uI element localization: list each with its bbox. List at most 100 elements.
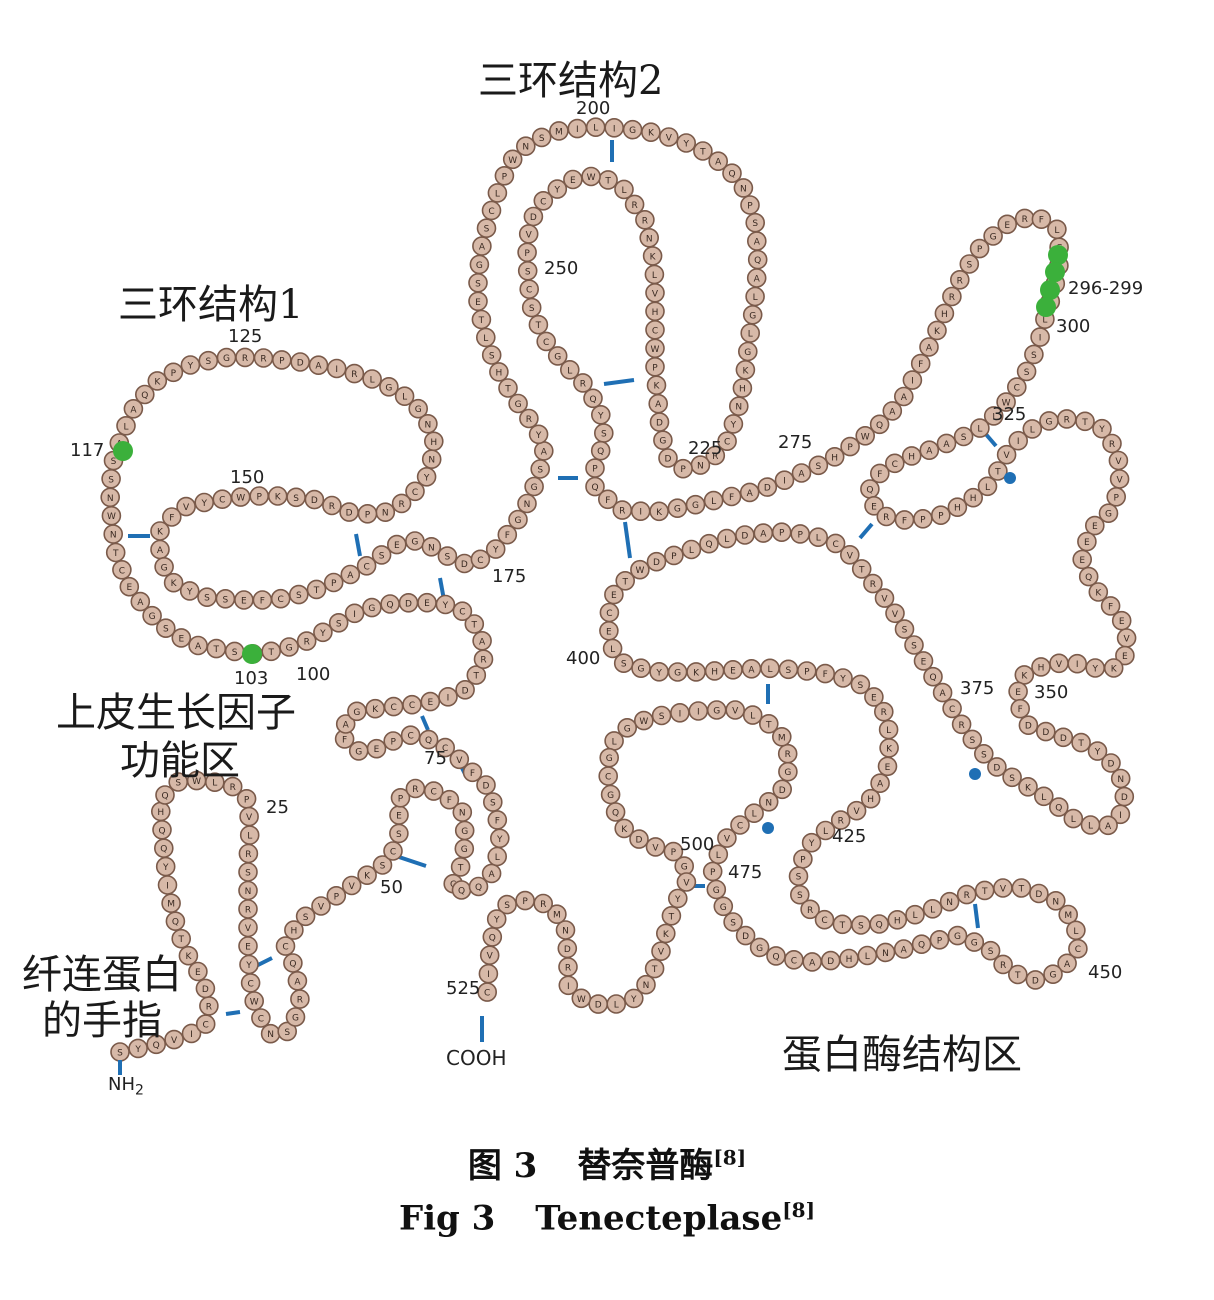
svg-text:S: S: [163, 625, 169, 635]
residue-bead: P: [771, 522, 792, 543]
svg-text:R: R: [540, 900, 546, 910]
residue-bead: G: [454, 838, 475, 859]
residue-bead: E: [1085, 515, 1105, 536]
svg-text:G: G: [744, 348, 751, 358]
svg-text:S: S: [969, 736, 975, 746]
residue-bead: L: [604, 731, 624, 751]
residue-bead: R: [956, 884, 977, 905]
residue-number-25: 25: [266, 797, 289, 818]
svg-text:H: H: [291, 927, 298, 937]
svg-text:W: W: [236, 494, 245, 504]
residue-bead: Q: [482, 927, 503, 947]
residue-bead: S: [959, 254, 980, 274]
residue-bead: Q: [154, 838, 174, 859]
svg-text:E: E: [1079, 556, 1085, 566]
svg-text:S: S: [816, 462, 822, 472]
svg-text:L: L: [711, 497, 716, 507]
svg-text:G: G: [531, 483, 538, 493]
svg-text:N: N: [524, 500, 531, 510]
svg-text:V: V: [1124, 635, 1131, 645]
svg-text:S: S: [911, 642, 917, 652]
residue-bead: R: [942, 286, 962, 307]
residue-bead: S: [224, 641, 245, 662]
svg-text:M: M: [167, 900, 175, 910]
svg-text:Y: Y: [200, 499, 207, 509]
svg-text:E: E: [730, 666, 736, 676]
svg-text:Q: Q: [458, 887, 465, 897]
residue-bead: V: [311, 896, 331, 916]
svg-text:G: G: [223, 354, 230, 364]
svg-text:C: C: [540, 197, 546, 207]
residue-bead: G: [279, 637, 299, 657]
svg-text:D: D: [742, 932, 749, 942]
residue-bead: G: [524, 476, 544, 497]
residue-bead: A: [308, 355, 329, 376]
svg-text:S: S: [601, 430, 607, 440]
svg-text:D: D: [1060, 734, 1067, 744]
residue-bead: T: [832, 914, 853, 935]
residue-bead: H: [645, 301, 665, 322]
svg-text:P: P: [502, 172, 508, 182]
svg-text:W: W: [587, 173, 596, 183]
svg-text:D: D: [764, 484, 771, 494]
svg-text:E: E: [871, 502, 877, 512]
svg-text:P: P: [592, 465, 598, 475]
svg-text:C: C: [247, 979, 253, 989]
svg-text:R: R: [619, 507, 625, 517]
residue-bead: V: [164, 1029, 184, 1050]
residue-bead: G: [454, 820, 475, 841]
residue-bead: I: [902, 370, 923, 390]
svg-text:T: T: [267, 648, 274, 658]
svg-text:P: P: [800, 856, 806, 866]
svg-text:D: D: [993, 763, 1000, 773]
svg-text:A: A: [889, 407, 896, 417]
residue-number-150: 150: [230, 467, 265, 488]
residue-bead: M: [771, 726, 792, 747]
residue-number-400: 400: [566, 648, 601, 669]
svg-text:G: G: [713, 886, 720, 896]
residue-bead: S: [497, 894, 517, 915]
residue-bead: P: [793, 849, 813, 869]
residue-bead: T: [528, 314, 549, 335]
residue-bead: G: [469, 254, 490, 275]
svg-text:Q: Q: [591, 483, 598, 493]
residue-number-425: 425: [832, 826, 867, 847]
svg-text:C: C: [605, 773, 611, 783]
residue-bead: C: [470, 549, 491, 570]
residue-bead: E: [563, 169, 583, 190]
svg-text:F: F: [1018, 705, 1023, 715]
residue-bead: V: [717, 828, 737, 848]
residue-bead: F: [597, 489, 618, 510]
residue-bead: N: [260, 1023, 281, 1044]
residue-bead: T: [758, 713, 779, 734]
svg-text:A: A: [137, 598, 144, 608]
residue-bead: W: [244, 991, 264, 1011]
svg-text:K: K: [663, 930, 670, 940]
residue-bead: V: [645, 282, 665, 303]
disulfide-bond: [973, 903, 980, 929]
residue-bead: V: [1108, 450, 1129, 471]
svg-text:S: S: [445, 553, 451, 563]
residue-bead: Y: [313, 622, 333, 643]
svg-text:C: C: [412, 488, 418, 498]
svg-text:P: P: [747, 202, 753, 212]
svg-text:P: P: [977, 245, 983, 255]
residue-bead: D: [290, 352, 311, 372]
svg-text:S: S: [108, 475, 114, 485]
svg-text:L: L: [985, 483, 990, 493]
kringle2-label: 三环结构2: [478, 58, 664, 104]
svg-text:Q: Q: [158, 826, 165, 836]
svg-text:S: S: [659, 712, 665, 722]
residue-bead: T: [206, 638, 227, 659]
svg-text:T: T: [621, 577, 628, 587]
svg-text:N: N: [562, 927, 569, 937]
svg-text:N: N: [765, 798, 772, 808]
residue-bead: H: [1031, 657, 1051, 677]
residue-bead: D: [658, 448, 678, 468]
svg-text:L: L: [402, 393, 407, 403]
residue-bead: S: [778, 659, 799, 680]
residue-bead: G: [749, 937, 770, 958]
residue-bead: W: [101, 505, 122, 526]
svg-text:S: S: [293, 494, 299, 504]
residue-bead: R: [876, 506, 897, 527]
